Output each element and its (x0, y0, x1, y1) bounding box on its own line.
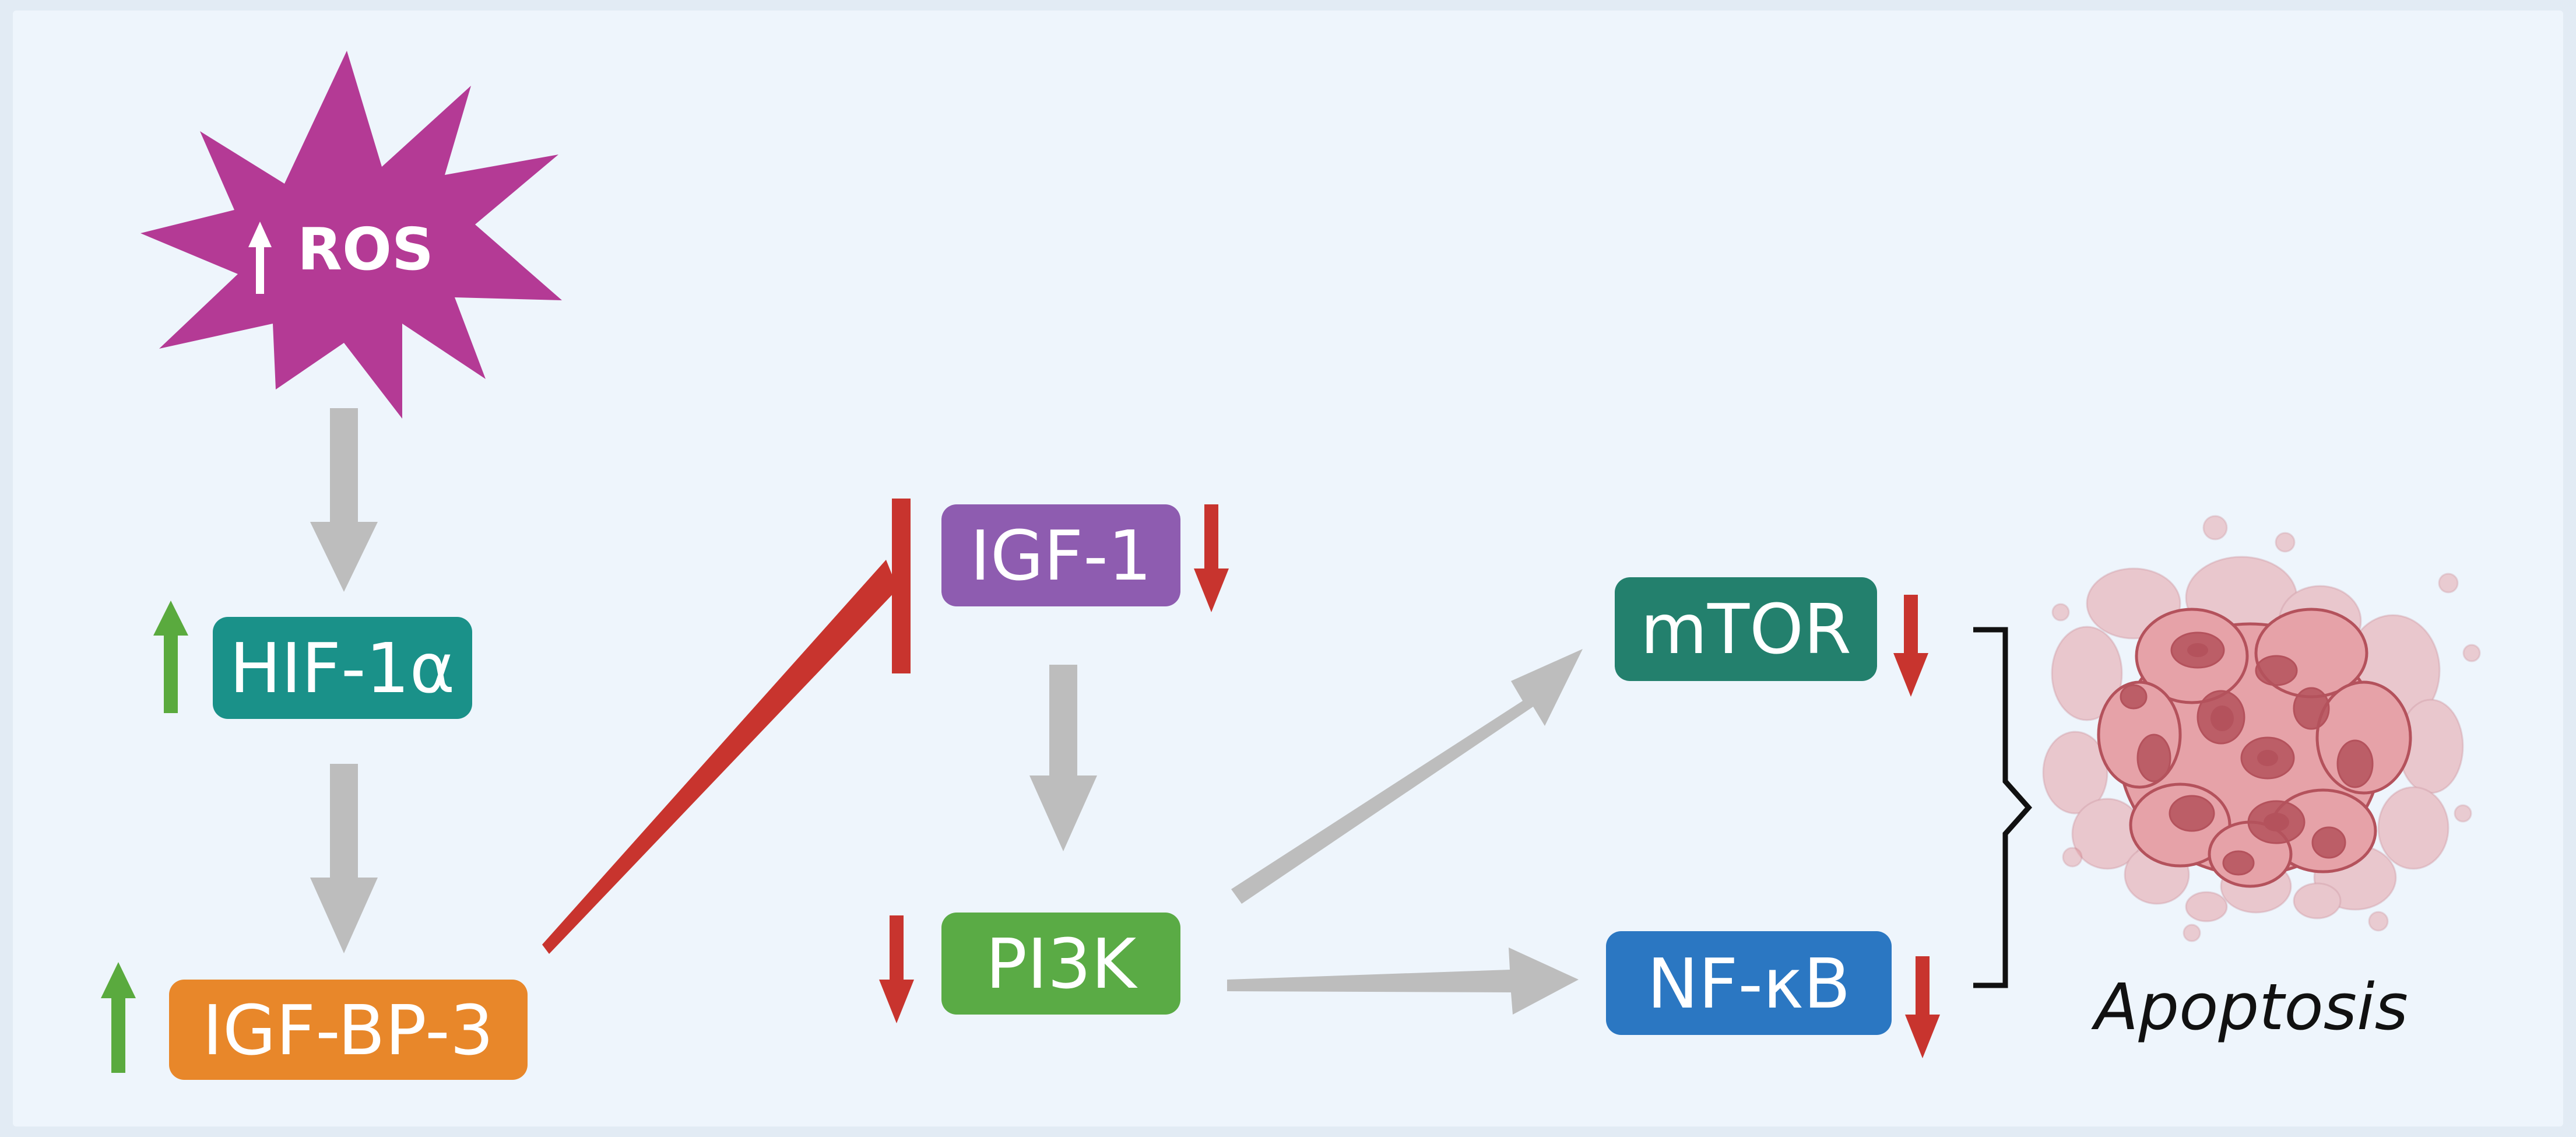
igfbp3-node: IGF-BP-3 (101, 962, 528, 1080)
inhibition-bar (892, 499, 911, 673)
igfbp3-up-arrow-icon (101, 962, 136, 1073)
igf1-label: IGF-1 (970, 515, 1152, 596)
arrow-hif-to-igfbp3 (310, 764, 378, 953)
igfbp3-label: IGF-BP-3 (202, 990, 494, 1071)
ros-up-arrow-icon (248, 222, 272, 294)
nfkb-box (1606, 931, 1892, 1035)
pi3k-down-arrow-icon (879, 915, 914, 1023)
igf1-node: IGF-1 (941, 504, 1229, 612)
inhibition-igfbp3-to-igf1 (542, 499, 911, 954)
pi3k-node: PI3K (879, 913, 1180, 1023)
arrow-pi3k-to-mtor (1231, 649, 1583, 904)
mtor-box (1615, 577, 1877, 681)
arrow-ros-to-hif (310, 408, 378, 592)
mtor-node: mTOR (1615, 577, 1928, 697)
nfkb-node: NF-κB (1606, 931, 1940, 1058)
mtor-down-arrow-icon (1893, 595, 1928, 697)
mtor-label: mTOR (1640, 589, 1851, 669)
hif-box (213, 617, 472, 719)
pi3k-label: PI3K (986, 924, 1138, 1004)
igfbp3-box (169, 980, 528, 1080)
inhibition-wedge (542, 560, 898, 954)
arrow-pi3k-to-nfkb (1227, 948, 1579, 1015)
nfkb-label: NF-κB (1647, 943, 1850, 1024)
hif-node: HIF-1α (153, 601, 472, 719)
ros-burst-shape (140, 51, 562, 419)
hif-up-arrow-icon (153, 601, 188, 713)
arrow-igf1-to-pi3k (1029, 665, 1097, 851)
pi3k-box (941, 913, 1180, 1015)
ros-node: ROS (140, 51, 562, 419)
apoptosis-label: Apoptosis (2091, 970, 2408, 1044)
apoptotic-cell-icon (2042, 515, 2481, 942)
igf1-down-arrow-icon (1194, 504, 1229, 612)
ros-label: ROS (297, 215, 434, 283)
igf1-box (941, 504, 1180, 606)
nfkb-down-arrow-icon (1905, 956, 1940, 1058)
curly-bracket (1973, 627, 2033, 988)
hif-label: HIF-1α (230, 628, 455, 708)
